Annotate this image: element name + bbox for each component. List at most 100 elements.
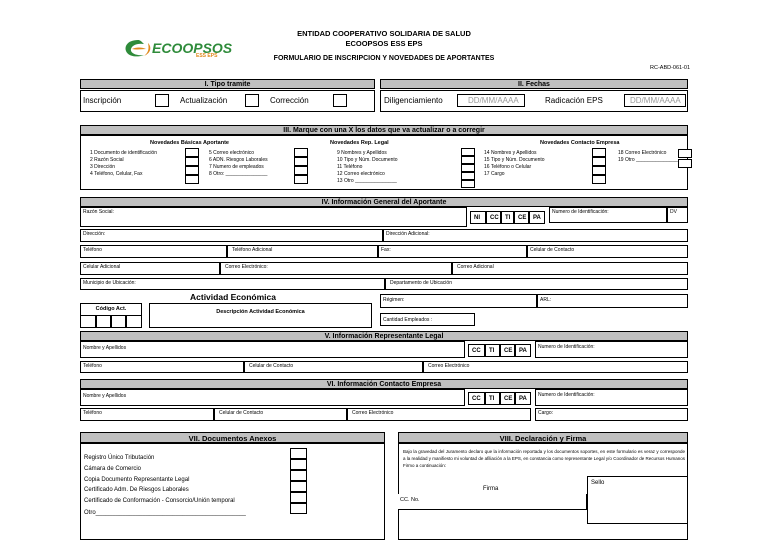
novedad-16-checkbox[interactable] — [592, 166, 606, 175]
codigo-digit-3[interactable] — [111, 315, 126, 328]
rep-legal-celular-field[interactable]: Celular de Contacto — [244, 361, 423, 373]
departamento-field[interactable]: Departamento de Ubicación — [385, 278, 688, 290]
codigo-digit-2[interactable] — [96, 315, 111, 328]
descripcion-actividad-field[interactable]: Descripción Actividad Económica — [149, 303, 372, 328]
descripcion-actividad-label: Descripción Actividad Económica — [216, 309, 305, 315]
contacto-telefono-field[interactable]: Teléfono — [80, 408, 214, 421]
contacto-doctype-cc-box[interactable]: CC — [468, 392, 485, 405]
celular-adicional-field[interactable]: Celular Adicional — [80, 262, 220, 275]
novedad-2-checkbox[interactable] — [185, 157, 199, 166]
section-5-header: V. Información Representante Legal — [80, 331, 688, 341]
contacto-nombre-field[interactable]: Nombre y Apellidos — [80, 389, 465, 406]
novedad-18-checkbox[interactable] — [678, 149, 692, 158]
doctype-pa-box[interactable]: PA — [529, 211, 545, 224]
cc-line — [398, 509, 587, 510]
rep-doctype-ce-box[interactable]: CE — [500, 344, 515, 357]
cc-label: CC. No. — [400, 497, 420, 503]
inscripcion-checkbox[interactable] — [155, 94, 169, 107]
rep-doctype-cc-box[interactable]: CC — [468, 344, 485, 357]
section-7-body — [80, 443, 385, 540]
fax-field[interactable]: Fax: — [378, 245, 527, 258]
celular-contacto-label: Celular de Contacto — [530, 247, 575, 253]
anexo-camara-checkbox[interactable] — [290, 459, 307, 470]
entity-short-name: ECOOPSOS ESS EPS — [345, 39, 423, 48]
radicacion-date-input[interactable]: DD/MM/AAAA — [624, 94, 686, 107]
regimen-field[interactable]: Régimen: — [380, 294, 537, 308]
contacto-correo-field[interactable]: Correo Electrónico — [347, 408, 531, 421]
codigo-digit-4[interactable] — [126, 315, 142, 328]
novedad-3-checkbox[interactable] — [185, 166, 199, 175]
novedad-1-checkbox[interactable] — [185, 148, 199, 157]
novedad-10-checkbox[interactable] — [461, 156, 475, 164]
diligenciamiento-label: Diligenciamiento — [384, 96, 443, 105]
col3-title: Novedades Contacto Empresa — [540, 140, 620, 146]
contacto-doctype-ti-box[interactable]: TI — [485, 392, 500, 405]
celular-contacto-field[interactable]: Celular de Contacto — [527, 245, 688, 258]
correccion-checkbox[interactable] — [333, 94, 347, 107]
novedad-3-label: 3 Dirección — [90, 164, 116, 170]
aportante-id-number-field[interactable]: Numero de Identificación: — [549, 207, 667, 223]
anexo-consorcio-checkbox[interactable] — [290, 492, 307, 503]
anexo-arl-checkbox[interactable] — [290, 481, 307, 492]
novedad-13-checkbox[interactable] — [461, 180, 475, 188]
novedad-4-checkbox[interactable] — [185, 175, 199, 184]
rep-doctype-pa-box[interactable]: PA — [515, 344, 531, 357]
novedad-5-checkbox[interactable] — [294, 148, 308, 157]
novedad-14-checkbox[interactable] — [592, 148, 606, 157]
correo-field[interactable]: Correo Electrónico: — [220, 262, 452, 275]
diligenciamiento-date-input[interactable]: DD/MM/AAAA — [457, 94, 525, 107]
novedad-7-checkbox[interactable] — [294, 166, 308, 175]
contacto-cargo-field[interactable]: Cargo: — [535, 408, 688, 421]
firma-area[interactable] — [398, 494, 587, 509]
novedad-1-label: 1 Documento de identificación — [90, 150, 157, 156]
anexo-rut-checkbox[interactable] — [290, 448, 307, 459]
razon-social-field[interactable]: Razón Social: — [80, 207, 467, 227]
novedad-11-checkbox[interactable] — [461, 164, 475, 172]
contacto-id-field[interactable]: Numero de Identificación: — [535, 389, 688, 406]
direccion-adicional-field[interactable]: Dirección Adicional: — [383, 229, 688, 242]
novedad-6-checkbox[interactable] — [294, 157, 308, 166]
arl-field[interactable]: ARL: — [537, 294, 688, 308]
novedad-18-label: 18 Correo Electrónico — [618, 150, 667, 156]
novedad-12-checkbox[interactable] — [461, 172, 475, 180]
radicacion-date-placeholder: DD/MM/AAAA — [630, 96, 681, 105]
doctype-ti-box[interactable]: TI — [501, 211, 514, 224]
doctype-ni-box[interactable]: NI — [470, 211, 486, 224]
rep-doctype-ti-box[interactable]: TI — [485, 344, 500, 357]
doctype-ce-box[interactable]: CE — [514, 211, 529, 224]
contacto-doctype-ce-box[interactable]: CE — [500, 392, 515, 405]
novedad-15-checkbox[interactable] — [592, 157, 606, 166]
anexo-rut-label: Registro Único Tributación — [84, 455, 155, 461]
diligenciamiento-date-placeholder: DD/MM/AAAA — [468, 96, 519, 105]
municipio-field[interactable]: Municipio de Ubicación: — [80, 278, 385, 290]
contacto-doctype-pa-box[interactable]: PA — [515, 392, 531, 405]
codigo-digit-1[interactable] — [80, 315, 96, 328]
novedad-8-label: 8 Otro: _______________ — [209, 171, 268, 177]
anexo-copia-doc-checkbox[interactable] — [290, 470, 307, 481]
dv-field[interactable]: DV — [667, 207, 688, 223]
novedad-19-checkbox[interactable] — [678, 159, 692, 168]
logo-subtext: ESS EPS — [196, 53, 218, 59]
contacto-celular-label: Celular de Contacto — [219, 410, 264, 416]
section-4-header: IV. Información General del Aportante — [80, 197, 688, 207]
rep-legal-correo-field[interactable]: Correo Electrónico — [423, 361, 688, 373]
telefono-field[interactable]: Teléfono — [80, 245, 227, 258]
section-5-title: V. Información Representante Legal — [324, 333, 444, 340]
rep-legal-telefono-field[interactable]: Teléfono — [80, 361, 244, 373]
contacto-celular-field[interactable]: Celular de Contacto — [214, 408, 347, 421]
regimen-label: Régimen: — [383, 297, 405, 303]
rep-legal-id-field[interactable]: Numero de Identificación: — [535, 341, 688, 358]
correo-adicional-field[interactable]: Correo Adicional — [452, 262, 688, 275]
anexo-otro-checkbox[interactable] — [290, 503, 307, 514]
novedad-17-checkbox[interactable] — [592, 175, 606, 184]
doctype-cc-box[interactable]: CC — [486, 211, 501, 224]
rep-legal-telefono-label: Teléfono — [83, 363, 102, 369]
actualizacion-checkbox[interactable] — [245, 94, 259, 107]
direccion-field[interactable]: Dirección: — [80, 229, 383, 242]
telefono-adicional-field[interactable]: Teléfono Adicional — [227, 245, 378, 258]
cantidad-empleados-field[interactable]: Cantidad Empleados : — [380, 313, 475, 326]
novedad-9-checkbox[interactable] — [461, 148, 475, 156]
novedad-8-checkbox[interactable] — [294, 175, 308, 184]
rep-legal-nombre-label: Nombre y Apellidos — [83, 345, 127, 351]
rep-legal-nombre-field[interactable]: Nombre y Apellidos — [80, 341, 465, 358]
